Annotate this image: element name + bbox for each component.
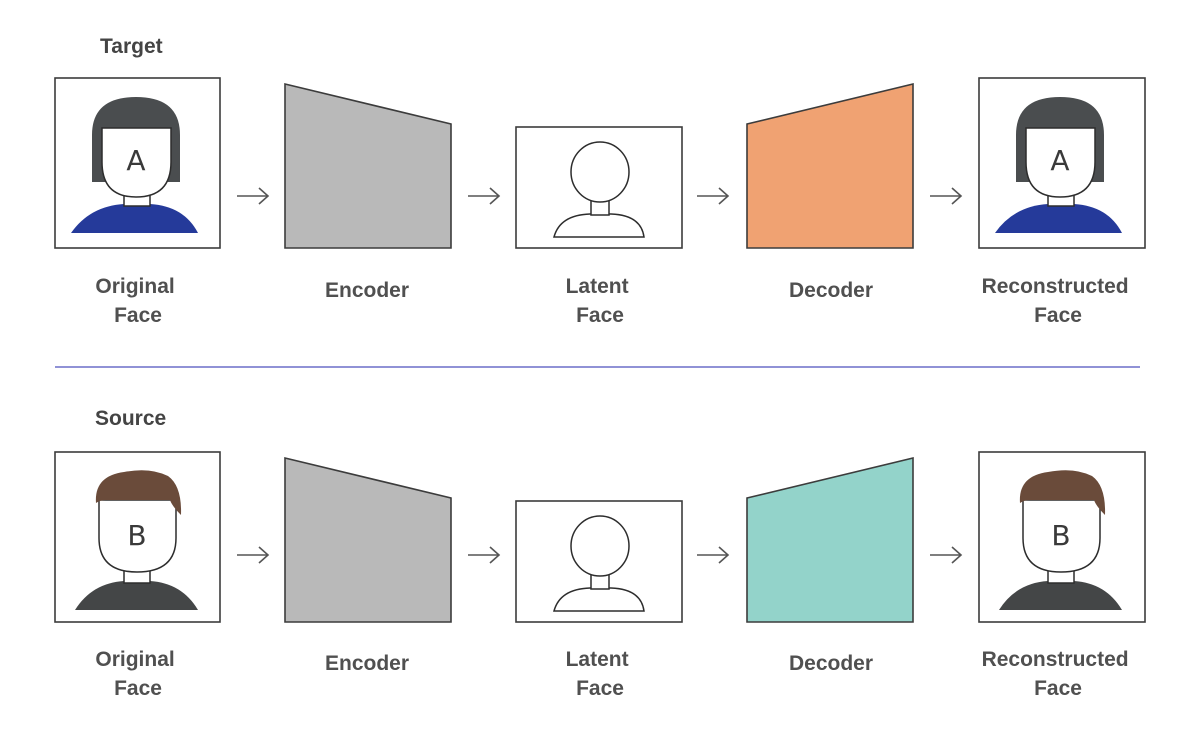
- face-letter: A: [1050, 144, 1069, 177]
- face: [98, 499, 177, 573]
- latent-face: [515, 126, 683, 249]
- caption-reconstructed-face: Reconstructed Face: [982, 275, 1135, 327]
- shirt: [75, 581, 198, 610]
- latent-face: [515, 500, 683, 623]
- caption-original-face: Original Face: [95, 275, 180, 327]
- reconstructed-face-b: B: [978, 451, 1146, 623]
- target-row: Target A: [54, 35, 1146, 327]
- caption-reconstructed-face: Reconstructed Face: [982, 648, 1135, 700]
- face-letter: A: [126, 144, 145, 177]
- face-letter: B: [127, 519, 146, 552]
- caption-decoder: Decoder: [789, 652, 873, 675]
- arrow-icon: [468, 187, 501, 205]
- latent-head: [570, 141, 630, 203]
- reconstructed-face-a: A: [978, 77, 1146, 249]
- original-face-b: B: [54, 451, 221, 623]
- face: [1022, 499, 1101, 573]
- face: [101, 127, 172, 198]
- section-label-target: Target: [100, 35, 163, 58]
- latent-shoulders: [553, 213, 645, 238]
- caption-encoder: Encoder: [325, 279, 409, 302]
- caption-latent-face: Latent Face: [566, 648, 635, 700]
- latent-head: [570, 515, 630, 577]
- decoder-block: [746, 82, 914, 249]
- section-label-source: Source: [95, 407, 166, 430]
- encoder-block: [284, 82, 452, 249]
- shirt: [71, 204, 198, 233]
- face-letter: B: [1051, 519, 1070, 552]
- caption-original-face: Original Face: [95, 648, 180, 700]
- arrow-icon: [930, 187, 963, 205]
- shirt: [995, 204, 1122, 233]
- arrow-icon: [697, 546, 730, 564]
- caption-decoder: Decoder: [789, 279, 873, 302]
- encoder-block: [284, 456, 452, 623]
- hair: [1019, 470, 1106, 515]
- face: [1025, 127, 1096, 198]
- hair: [95, 470, 182, 515]
- arrow-icon: [237, 546, 270, 564]
- caption-latent-face: Latent Face: [566, 275, 635, 327]
- shirt: [999, 581, 1122, 610]
- source-row: Source B: [54, 407, 1146, 700]
- arrow-icon: [468, 546, 501, 564]
- arrow-icon: [237, 187, 270, 205]
- arrow-icon: [930, 546, 963, 564]
- latent-shoulders: [553, 587, 645, 612]
- original-face-a: A: [54, 77, 221, 249]
- decoder-block: [746, 456, 914, 623]
- arrow-icon: [697, 187, 730, 205]
- caption-encoder: Encoder: [325, 652, 409, 675]
